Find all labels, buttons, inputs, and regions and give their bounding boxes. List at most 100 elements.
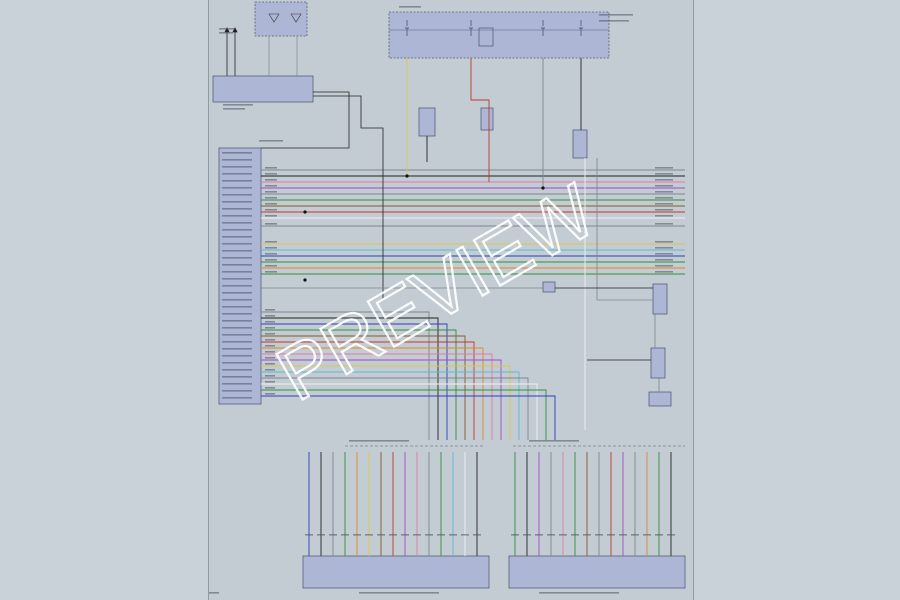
signal-wire bbox=[596, 158, 653, 301]
signal-wire bbox=[261, 329, 457, 440]
illegible-label bbox=[461, 534, 469, 536]
illegible-label bbox=[265, 167, 277, 169]
illegible-label bbox=[222, 264, 252, 266]
illegible-label bbox=[259, 140, 283, 142]
illegible-label bbox=[667, 534, 675, 536]
illegible-label bbox=[222, 376, 252, 378]
illegible-label bbox=[222, 159, 252, 161]
illegible-label bbox=[265, 259, 277, 261]
signal-wire bbox=[261, 91, 350, 149]
illegible-label bbox=[219, 32, 233, 34]
component-box-3 bbox=[572, 129, 588, 159]
signal-wire bbox=[261, 347, 484, 440]
illegible-label bbox=[222, 152, 252, 154]
illegible-label bbox=[655, 265, 673, 267]
antenna-module bbox=[254, 1, 308, 37]
illegible-label bbox=[222, 215, 252, 217]
illegible-label bbox=[377, 534, 385, 536]
illegible-label bbox=[655, 173, 673, 175]
signal-wire bbox=[261, 389, 547, 440]
illegible-label bbox=[655, 534, 663, 536]
illegible-label bbox=[559, 534, 567, 536]
illegible-label bbox=[619, 534, 627, 536]
illegible-label bbox=[222, 390, 252, 392]
signal-wire bbox=[261, 341, 475, 440]
illegible-label bbox=[265, 393, 275, 395]
illegible-label bbox=[511, 534, 519, 536]
illegible-label bbox=[353, 534, 361, 536]
illegible-label bbox=[222, 271, 252, 273]
illegible-label bbox=[265, 381, 275, 383]
illegible-label bbox=[223, 104, 253, 106]
illegible-label bbox=[265, 333, 275, 335]
illegible-label bbox=[265, 191, 277, 193]
illegible-label bbox=[265, 215, 277, 217]
illegible-label bbox=[473, 534, 481, 536]
illegible-label bbox=[222, 341, 252, 343]
splice-dot bbox=[541, 186, 545, 190]
illegible-label bbox=[265, 339, 275, 341]
upper-left-module bbox=[212, 75, 314, 103]
illegible-label bbox=[655, 241, 673, 243]
illegible-label bbox=[265, 197, 277, 199]
illegible-label bbox=[655, 215, 673, 217]
illegible-label bbox=[529, 440, 579, 442]
splice-dot bbox=[405, 174, 409, 178]
illegible-label bbox=[655, 203, 673, 205]
illegible-label bbox=[317, 534, 325, 536]
illegible-label bbox=[265, 173, 277, 175]
signal-wire bbox=[261, 353, 493, 440]
illegible-label bbox=[222, 348, 252, 350]
illegible-label bbox=[265, 203, 277, 205]
illegible-label bbox=[222, 313, 252, 315]
illegible-label bbox=[539, 592, 619, 594]
fuse-symbols bbox=[405, 20, 583, 36]
component-box-4 bbox=[652, 283, 668, 315]
illegible-label bbox=[222, 362, 252, 364]
illegible-label bbox=[265, 265, 277, 267]
signal-wire bbox=[261, 323, 448, 440]
illegible-label bbox=[265, 387, 275, 389]
illegible-label bbox=[305, 534, 313, 536]
main-module bbox=[218, 147, 262, 405]
label-group bbox=[209, 6, 675, 594]
component-box-2 bbox=[480, 107, 494, 131]
bottom-connector-right bbox=[508, 555, 686, 589]
illegible-label bbox=[399, 6, 421, 8]
illegible-label bbox=[655, 223, 673, 225]
signal-wire bbox=[261, 395, 556, 440]
illegible-label bbox=[265, 253, 277, 255]
illegible-label bbox=[265, 327, 275, 329]
signal-wire bbox=[261, 311, 430, 440]
illegible-label bbox=[222, 327, 252, 329]
component-box-6 bbox=[648, 391, 672, 407]
splice-dot bbox=[303, 278, 307, 282]
illegible-label bbox=[655, 191, 673, 193]
illegible-label bbox=[599, 20, 629, 22]
signal-wire bbox=[261, 365, 511, 440]
illegible-label bbox=[655, 167, 673, 169]
signal-wire bbox=[261, 359, 502, 440]
illegible-label bbox=[547, 534, 555, 536]
illegible-label bbox=[265, 345, 275, 347]
illegible-label bbox=[219, 28, 235, 30]
illegible-label bbox=[359, 592, 439, 594]
illegible-label bbox=[222, 383, 252, 385]
illegible-label bbox=[222, 229, 252, 231]
illegible-label bbox=[523, 534, 531, 536]
illegible-label bbox=[535, 534, 543, 536]
illegible-label bbox=[349, 440, 409, 442]
illegible-label bbox=[413, 534, 421, 536]
signal-wire bbox=[261, 371, 520, 440]
illegible-label bbox=[222, 173, 252, 175]
illegible-label bbox=[222, 208, 252, 210]
illegible-label bbox=[265, 363, 275, 365]
wiring-diagram-sheet: PREVIEW bbox=[208, 0, 694, 600]
illegible-label bbox=[595, 534, 603, 536]
illegible-label bbox=[222, 285, 252, 287]
illegible-label bbox=[222, 292, 252, 294]
illegible-label bbox=[631, 534, 639, 536]
relay-symbol bbox=[478, 27, 494, 47]
illegible-label bbox=[265, 321, 275, 323]
illegible-label bbox=[222, 166, 252, 168]
